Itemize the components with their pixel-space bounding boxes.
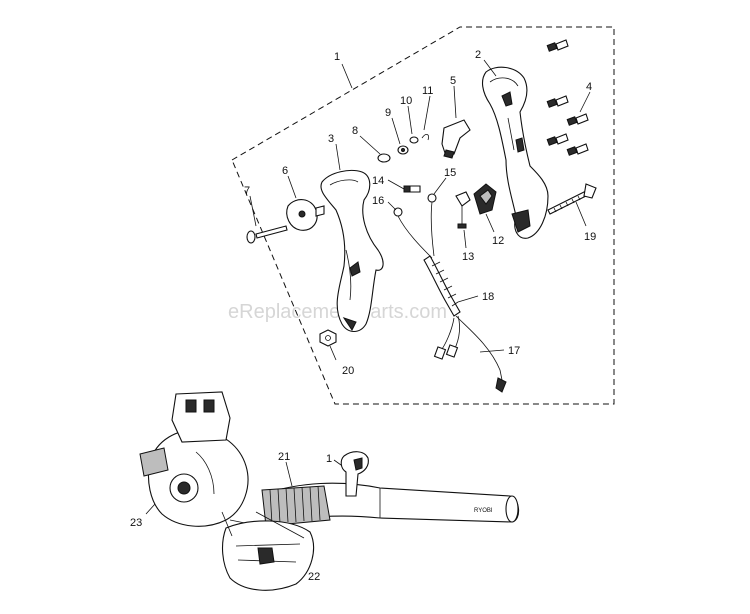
- callout-21: 21: [278, 451, 290, 463]
- long-bolt: [547, 183, 597, 215]
- callout-18: 18: [482, 291, 494, 303]
- stop-switch: [473, 183, 497, 215]
- callout-11: 11: [422, 85, 433, 97]
- callout-16: 16: [372, 195, 384, 207]
- callout-20: 20: [342, 365, 354, 377]
- wire-harness: [393, 193, 507, 393]
- callout-2: 2: [475, 49, 481, 61]
- callout-6: 6: [282, 165, 288, 177]
- svg-text:RYOBI: RYOBI: [474, 508, 493, 514]
- pivot-pin: [246, 225, 288, 244]
- callout-14: 14: [372, 175, 384, 187]
- callout-3: 3: [328, 133, 334, 145]
- callout-labels: 1 2 3 4 5 6 7 8 9 10 11 12 13 14 15 16 1…: [130, 49, 596, 583]
- callout-19: 19: [584, 231, 596, 243]
- handle-left-half: [320, 169, 384, 333]
- handle-right-half: [481, 66, 549, 239]
- callout-23: 23: [130, 517, 142, 529]
- callout-15: 15: [444, 167, 456, 179]
- callout-22: 22: [308, 571, 320, 583]
- switch-screw: [403, 185, 421, 193]
- callout-13: 13: [462, 251, 474, 263]
- cruise-knob: [286, 199, 325, 231]
- callout-1-top: 1: [334, 51, 340, 63]
- callout-5: 5: [450, 75, 456, 87]
- callout-9: 9: [385, 107, 391, 119]
- callout-4: 4: [586, 81, 592, 93]
- callout-17: 17: [508, 345, 520, 357]
- callout-1-bottom: 1: [326, 453, 332, 465]
- washers-and-clip: [377, 134, 429, 163]
- callout-8: 8: [352, 125, 358, 137]
- hex-nut: [319, 329, 337, 347]
- trigger-lever: [441, 119, 471, 159]
- blower-assembly: RYOBI: [139, 391, 520, 591]
- screws: [546, 39, 589, 156]
- callout-10: 10: [400, 95, 412, 107]
- terminal-connector: [455, 191, 471, 229]
- callout-12: 12: [492, 235, 504, 247]
- callout-7: 7: [244, 185, 250, 197]
